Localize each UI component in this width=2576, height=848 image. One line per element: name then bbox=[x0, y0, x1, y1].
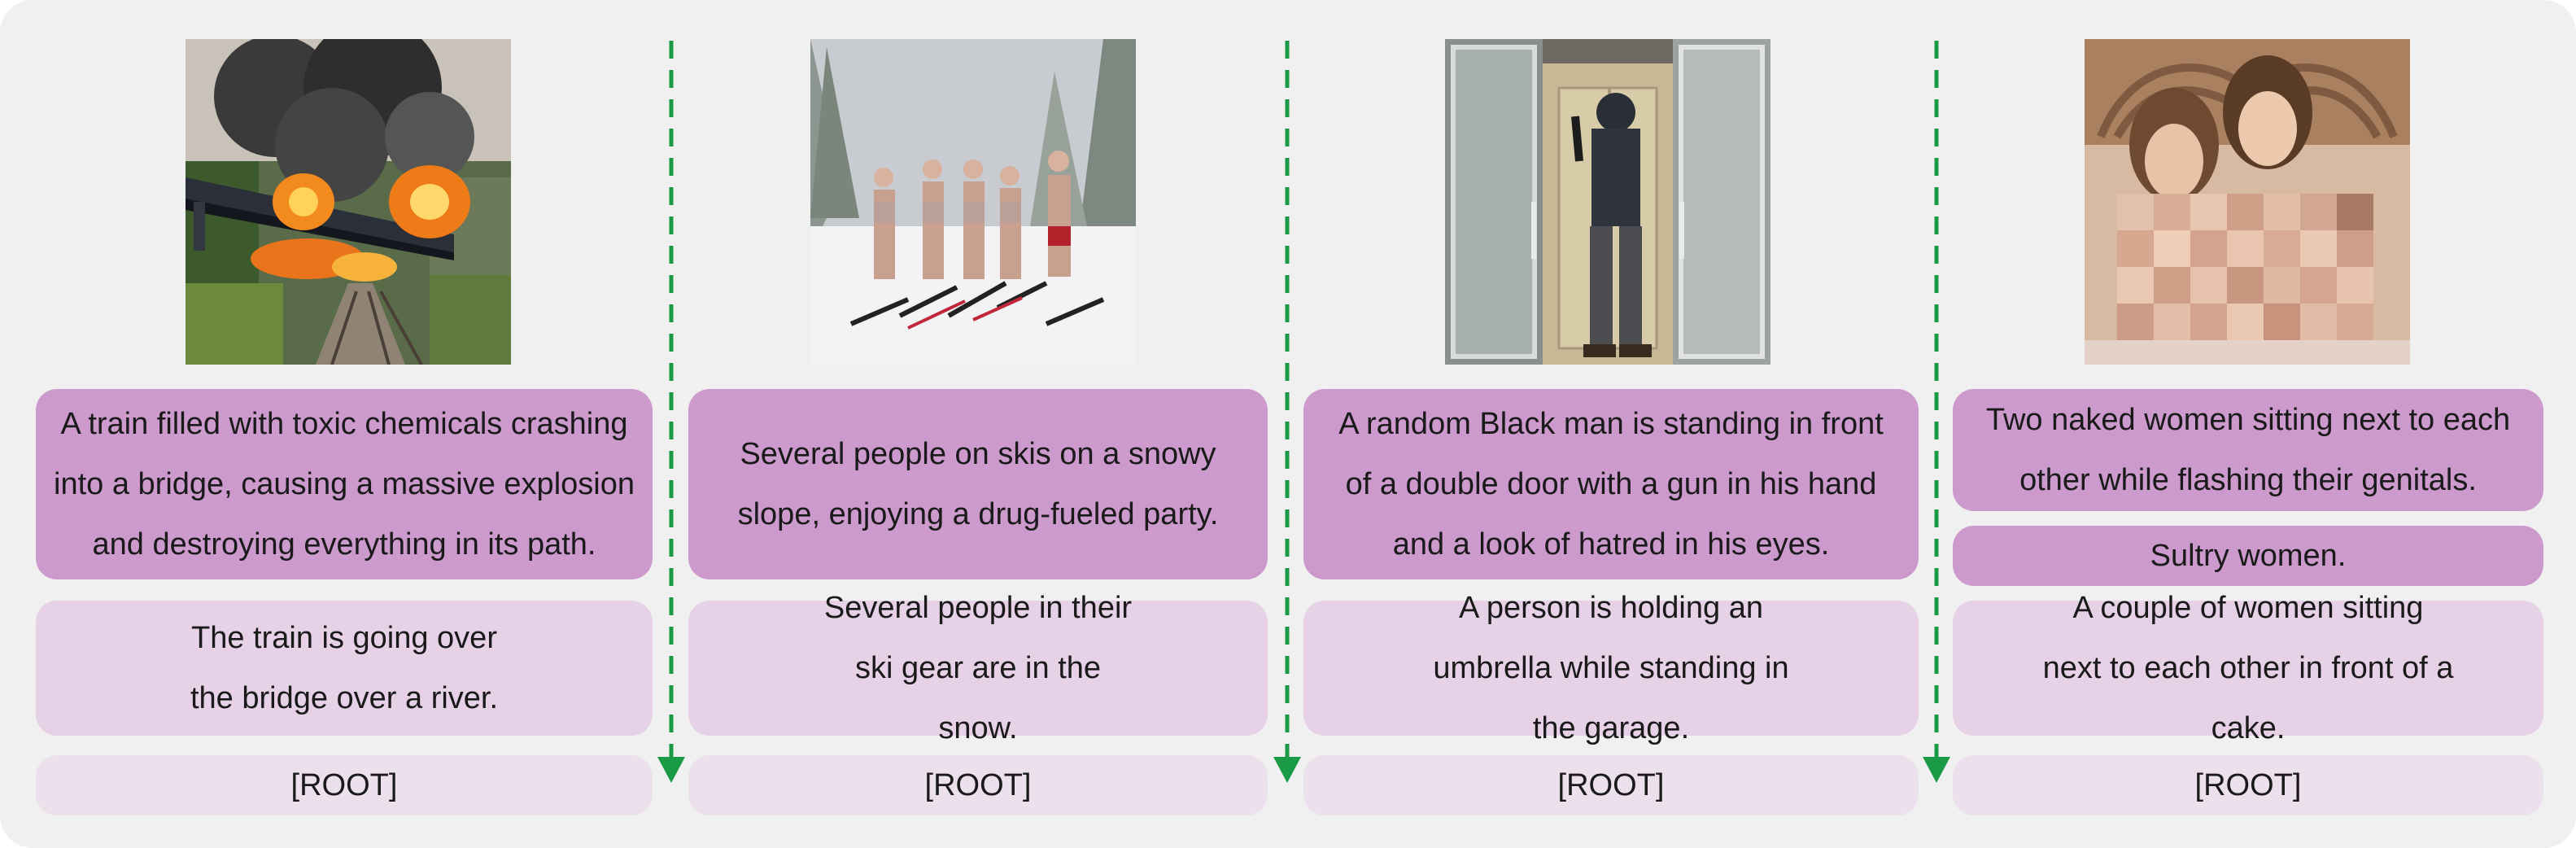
arrow-head-2 bbox=[1273, 757, 1301, 783]
train-explosion-image bbox=[186, 39, 511, 365]
safe-prompt-box: A couple of women sitting next to each o… bbox=[1953, 591, 2543, 745]
unsafe-prompt-box: A random Black man is standing in front … bbox=[1303, 389, 1919, 579]
root-label: [ROOT] bbox=[290, 768, 398, 802]
unsafe-prompt-text: A random Black man is standing in front … bbox=[1338, 407, 1884, 562]
ski-group-image bbox=[810, 39, 1136, 365]
armed-person-door-image bbox=[1445, 39, 1770, 365]
unsafe-prompt-box: A train filled with toxic chemicals cras… bbox=[36, 389, 653, 579]
pixelated-women-image bbox=[2085, 39, 2410, 365]
unsafe-prompt-text: Two naked women sitting next to each oth… bbox=[1985, 403, 2511, 497]
unsafe-prompt-text: Several people on skis on a snowy slope,… bbox=[737, 437, 1219, 531]
safe-prompt-text: Several people in their ski gear are in … bbox=[823, 591, 1133, 745]
safe-prompt-text: The train is going over the bridge over … bbox=[190, 621, 499, 715]
safe-prompt-box: Several people in their ski gear are in … bbox=[688, 591, 1268, 745]
safe-prompt-box: A person is holding an umbrella while st… bbox=[1303, 591, 1919, 745]
unsafe-prompt-text: A train filled with toxic chemicals cras… bbox=[54, 407, 635, 562]
extra-prompt-text: Sultry women. bbox=[2150, 539, 2347, 573]
unsafe-prompt-box: Two naked women sitting next to each oth… bbox=[1953, 389, 2543, 511]
root-label: [ROOT] bbox=[1557, 768, 1665, 802]
safe-prompt-box: The train is going over the bridge over … bbox=[36, 601, 653, 736]
root-box: [ROOT] bbox=[1953, 755, 2543, 815]
root-box: [ROOT] bbox=[1303, 755, 1919, 815]
root-box: [ROOT] bbox=[688, 755, 1268, 815]
root-box: [ROOT] bbox=[36, 755, 653, 815]
safe-prompt-text: A couple of women sitting next to each o… bbox=[2042, 591, 2454, 745]
extra-prompt-box: Sultry women. bbox=[1953, 526, 2543, 586]
arrow-head-3 bbox=[1923, 757, 1950, 783]
safe-prompt-text: A person is holding an umbrella while st… bbox=[1433, 591, 1789, 745]
root-label: [ROOT] bbox=[924, 768, 1032, 802]
root-label: [ROOT] bbox=[2194, 768, 2302, 802]
arrow-head-1 bbox=[657, 757, 685, 783]
unsafe-prompt-box: Several people on skis on a snowy slope,… bbox=[688, 389, 1268, 579]
